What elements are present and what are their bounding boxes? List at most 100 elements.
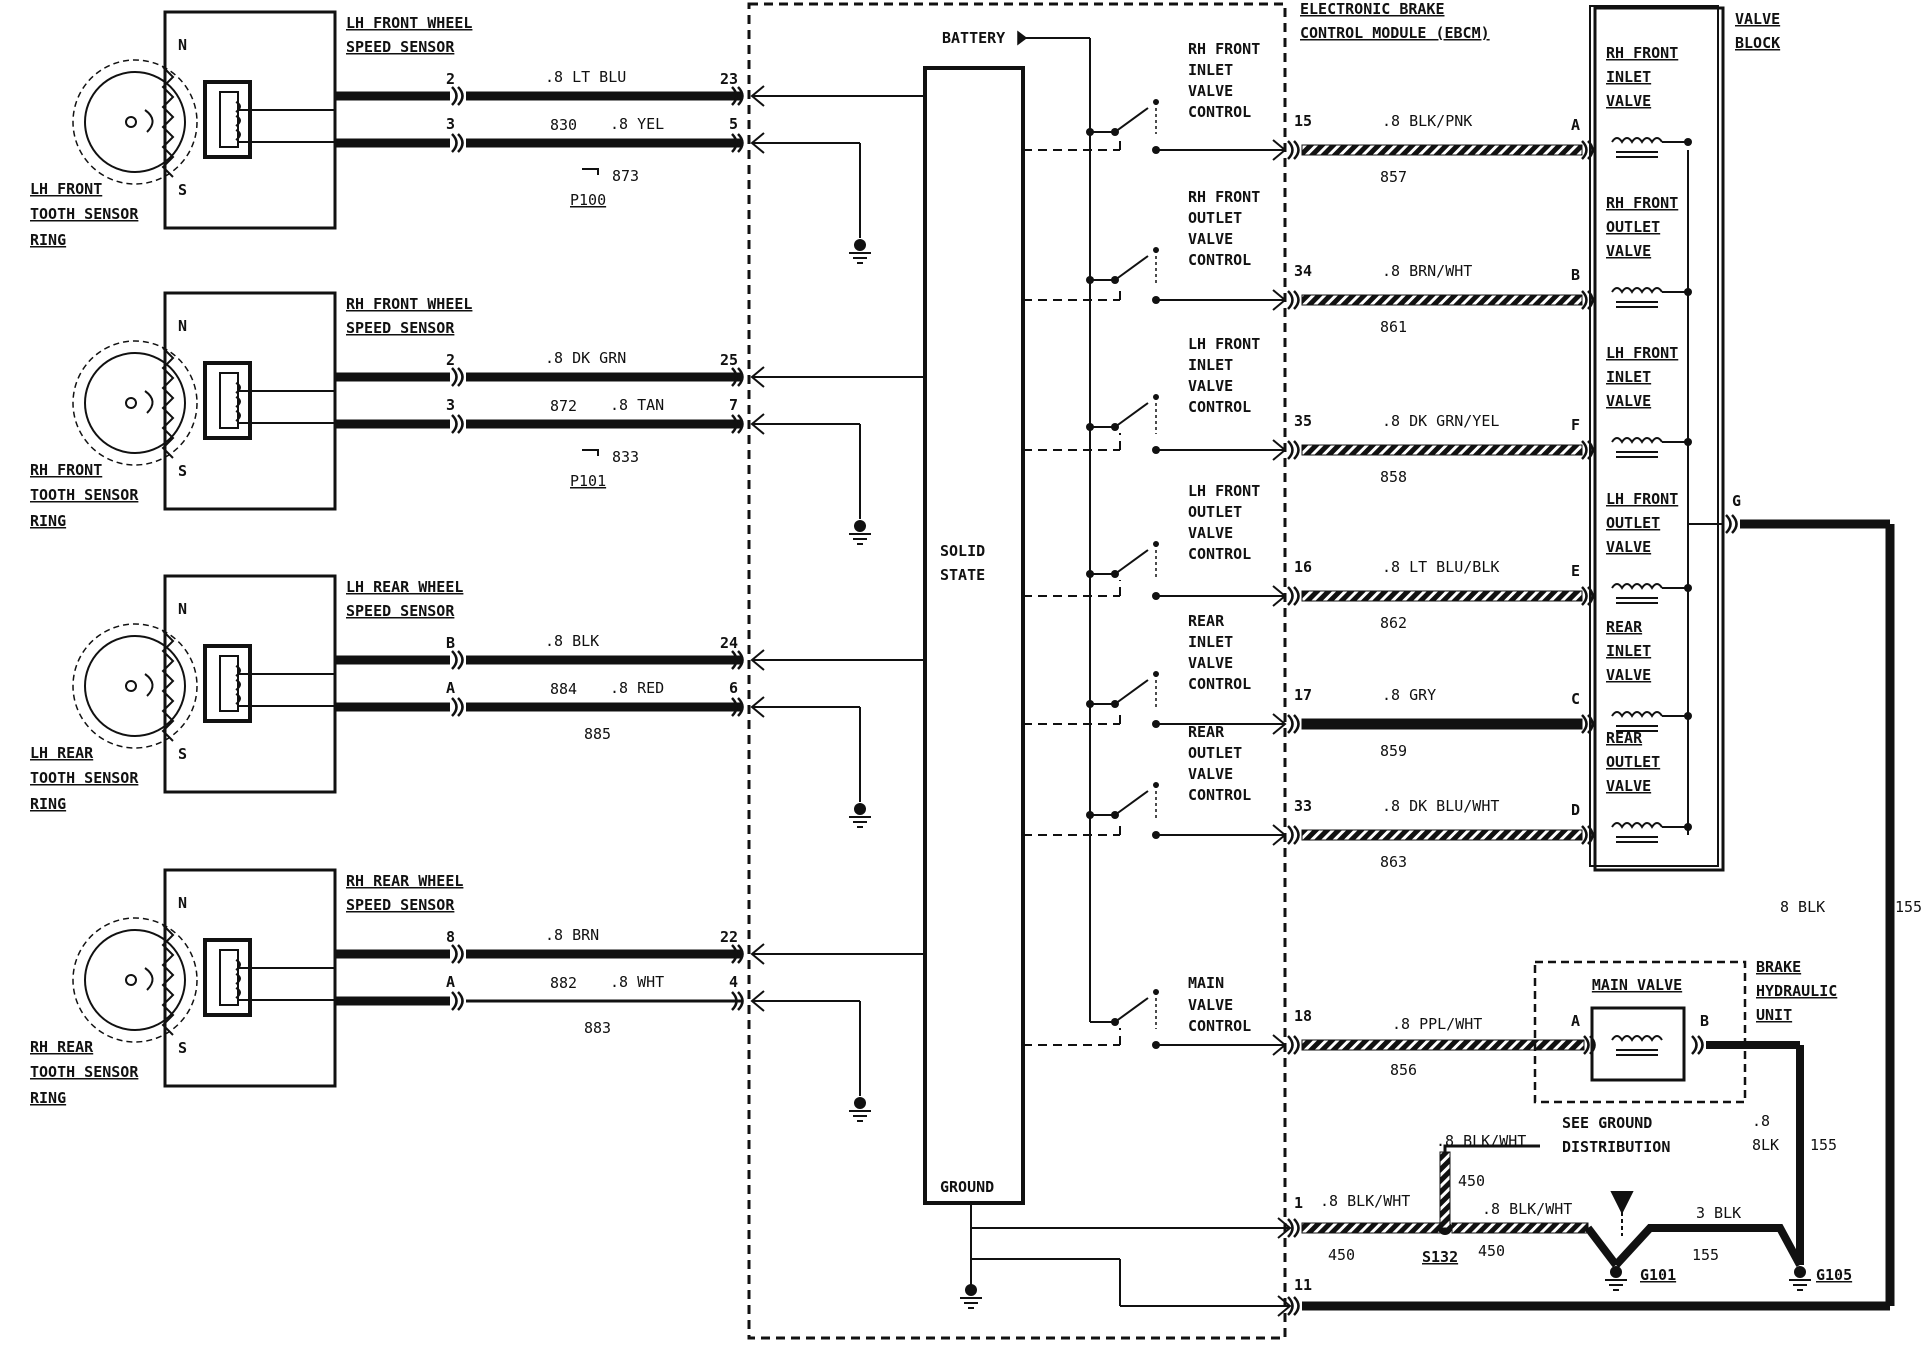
valve-block-g-pin: G (1732, 492, 1741, 510)
valve-label: LH FRONT (1606, 344, 1678, 362)
g105-label: G105 (1816, 1266, 1852, 1284)
connector-icon (451, 697, 458, 717)
sensor-housing (163, 291, 337, 511)
sensor-housing (163, 574, 337, 794)
seg2-circuit: 450 (1478, 1242, 1505, 1260)
wire-color-label: .8 LT BLU (545, 68, 626, 86)
ecu-pin-label: 5 (729, 115, 738, 133)
sensor-title-2: SPEED SENSOR (346, 38, 455, 56)
sensor-coil (219, 949, 239, 1006)
connector-icon (457, 944, 464, 964)
hydraulic-unit-boundary (1533, 960, 1747, 1104)
valve-block-pin: D (1571, 801, 1580, 819)
coil-loop-icon (235, 973, 241, 985)
conn-pin-label: 3 (446, 396, 455, 414)
ecu-connector-icon (1287, 714, 1294, 734)
control-label: VALVE (1188, 230, 1233, 248)
conn-pin-label: B (446, 634, 455, 652)
valve-coil-icon (1611, 137, 1663, 144)
hydraulic-title: BRAKE (1756, 958, 1801, 976)
tooth-ring-outline (72, 59, 198, 185)
wire-color-label: .8 LT BLU/BLK (1382, 558, 1499, 576)
ecu-pin-label: 24 (720, 634, 738, 652)
ecu-connector-icon (1293, 290, 1300, 310)
ecu-connector-icon (737, 697, 744, 717)
ground-dist-marker-icon (1610, 1191, 1634, 1215)
valve-connector-icon (1587, 290, 1594, 310)
coil-loop-icon (235, 101, 241, 113)
sensor-core (203, 644, 252, 723)
tooth-ring-teeth (161, 347, 175, 459)
sensor-title: RH REAR WHEEL (346, 872, 463, 890)
valve-node-icon (1684, 823, 1692, 831)
ring-hub-icon (125, 397, 137, 409)
ground-dot (965, 1284, 977, 1296)
coil-loop-icon (235, 382, 241, 394)
ecu-connector-icon (1293, 1296, 1300, 1316)
valve-label: RH FRONT (1606, 194, 1678, 212)
valve-connector-icon (1587, 140, 1594, 160)
wire-color-label: .8 BLK (545, 632, 599, 650)
ecu-connector-icon (737, 991, 744, 1011)
valve-wire (1301, 144, 1583, 156)
circuit-label: 882 (550, 974, 577, 992)
switch-blade (1114, 549, 1149, 575)
conn-pin-label: A (446, 973, 455, 991)
shield-mark-icon (582, 449, 599, 456)
output-arrow-icon (1272, 139, 1287, 161)
ecu-connector-icon (737, 86, 744, 106)
circuit-label: 858 (1380, 468, 1407, 486)
circuit-label: 885 (584, 725, 611, 743)
ebcm-title: ELECTRONIC BRAKE (1300, 0, 1445, 18)
circuit-label: 861 (1380, 318, 1407, 336)
tooth-ring (84, 352, 186, 454)
control-label: CONTROL (1188, 251, 1251, 269)
ground-wire-seg3 (1613, 1224, 1804, 1268)
switch-blade (1114, 255, 1149, 281)
ecu-pin-label: 18 (1294, 1007, 1312, 1025)
ecu-pin-label: 25 (720, 351, 738, 369)
circuit-label: 884 (550, 680, 577, 698)
coil-loop-icon (235, 679, 241, 691)
circuit-label: 857 (1380, 168, 1407, 186)
ring-hub-icon (125, 680, 137, 692)
connector-icon (451, 944, 458, 964)
control-label: LH FRONT (1188, 482, 1260, 500)
wire-color-label: .8 TAN (610, 396, 664, 414)
hydraulic-title-2: HYDRAULIC (1756, 982, 1837, 1000)
ring-label-3: RING (30, 795, 66, 813)
valve-block-title: VALVE (1735, 10, 1780, 28)
ecu-connector-icon (737, 133, 744, 153)
control-label: INLET (1188, 356, 1233, 374)
valve-label-2: OUTLET (1606, 218, 1660, 236)
coil-loop-icon (235, 959, 241, 971)
output-arrow-icon (1272, 1034, 1287, 1056)
ecu-pin-label: 35 (1294, 412, 1312, 430)
sensor-housing (163, 868, 337, 1088)
valve-coil-icon (1611, 822, 1663, 829)
ebcm-title-2: CONTROL MODULE (EBCM) (1300, 24, 1490, 42)
sensor-title-2: SPEED SENSOR (346, 896, 455, 914)
control-label: VALVE (1188, 996, 1233, 1014)
main-valve-connector-icon (1589, 1035, 1596, 1055)
ground-dist-label-2: DISTRIBUTION (1562, 1138, 1670, 1156)
control-label: VALVE (1188, 524, 1233, 542)
sensor-title-2: SPEED SENSOR (346, 602, 455, 620)
valve-label: RH FRONT (1606, 44, 1678, 62)
connector-icon (457, 86, 464, 106)
ecu-connector-icon (737, 414, 744, 434)
ecu-connector-icon (1293, 586, 1300, 606)
ecu-connector-icon (1293, 1035, 1300, 1055)
wire-color-label: .8 DK GRN (545, 349, 626, 367)
connector-icon (451, 367, 458, 387)
ground-dot (1794, 1266, 1806, 1278)
ecu-pin-11: 11 (1294, 1276, 1312, 1294)
ground-dot (854, 1097, 866, 1109)
pole-n-label: N (178, 894, 187, 912)
